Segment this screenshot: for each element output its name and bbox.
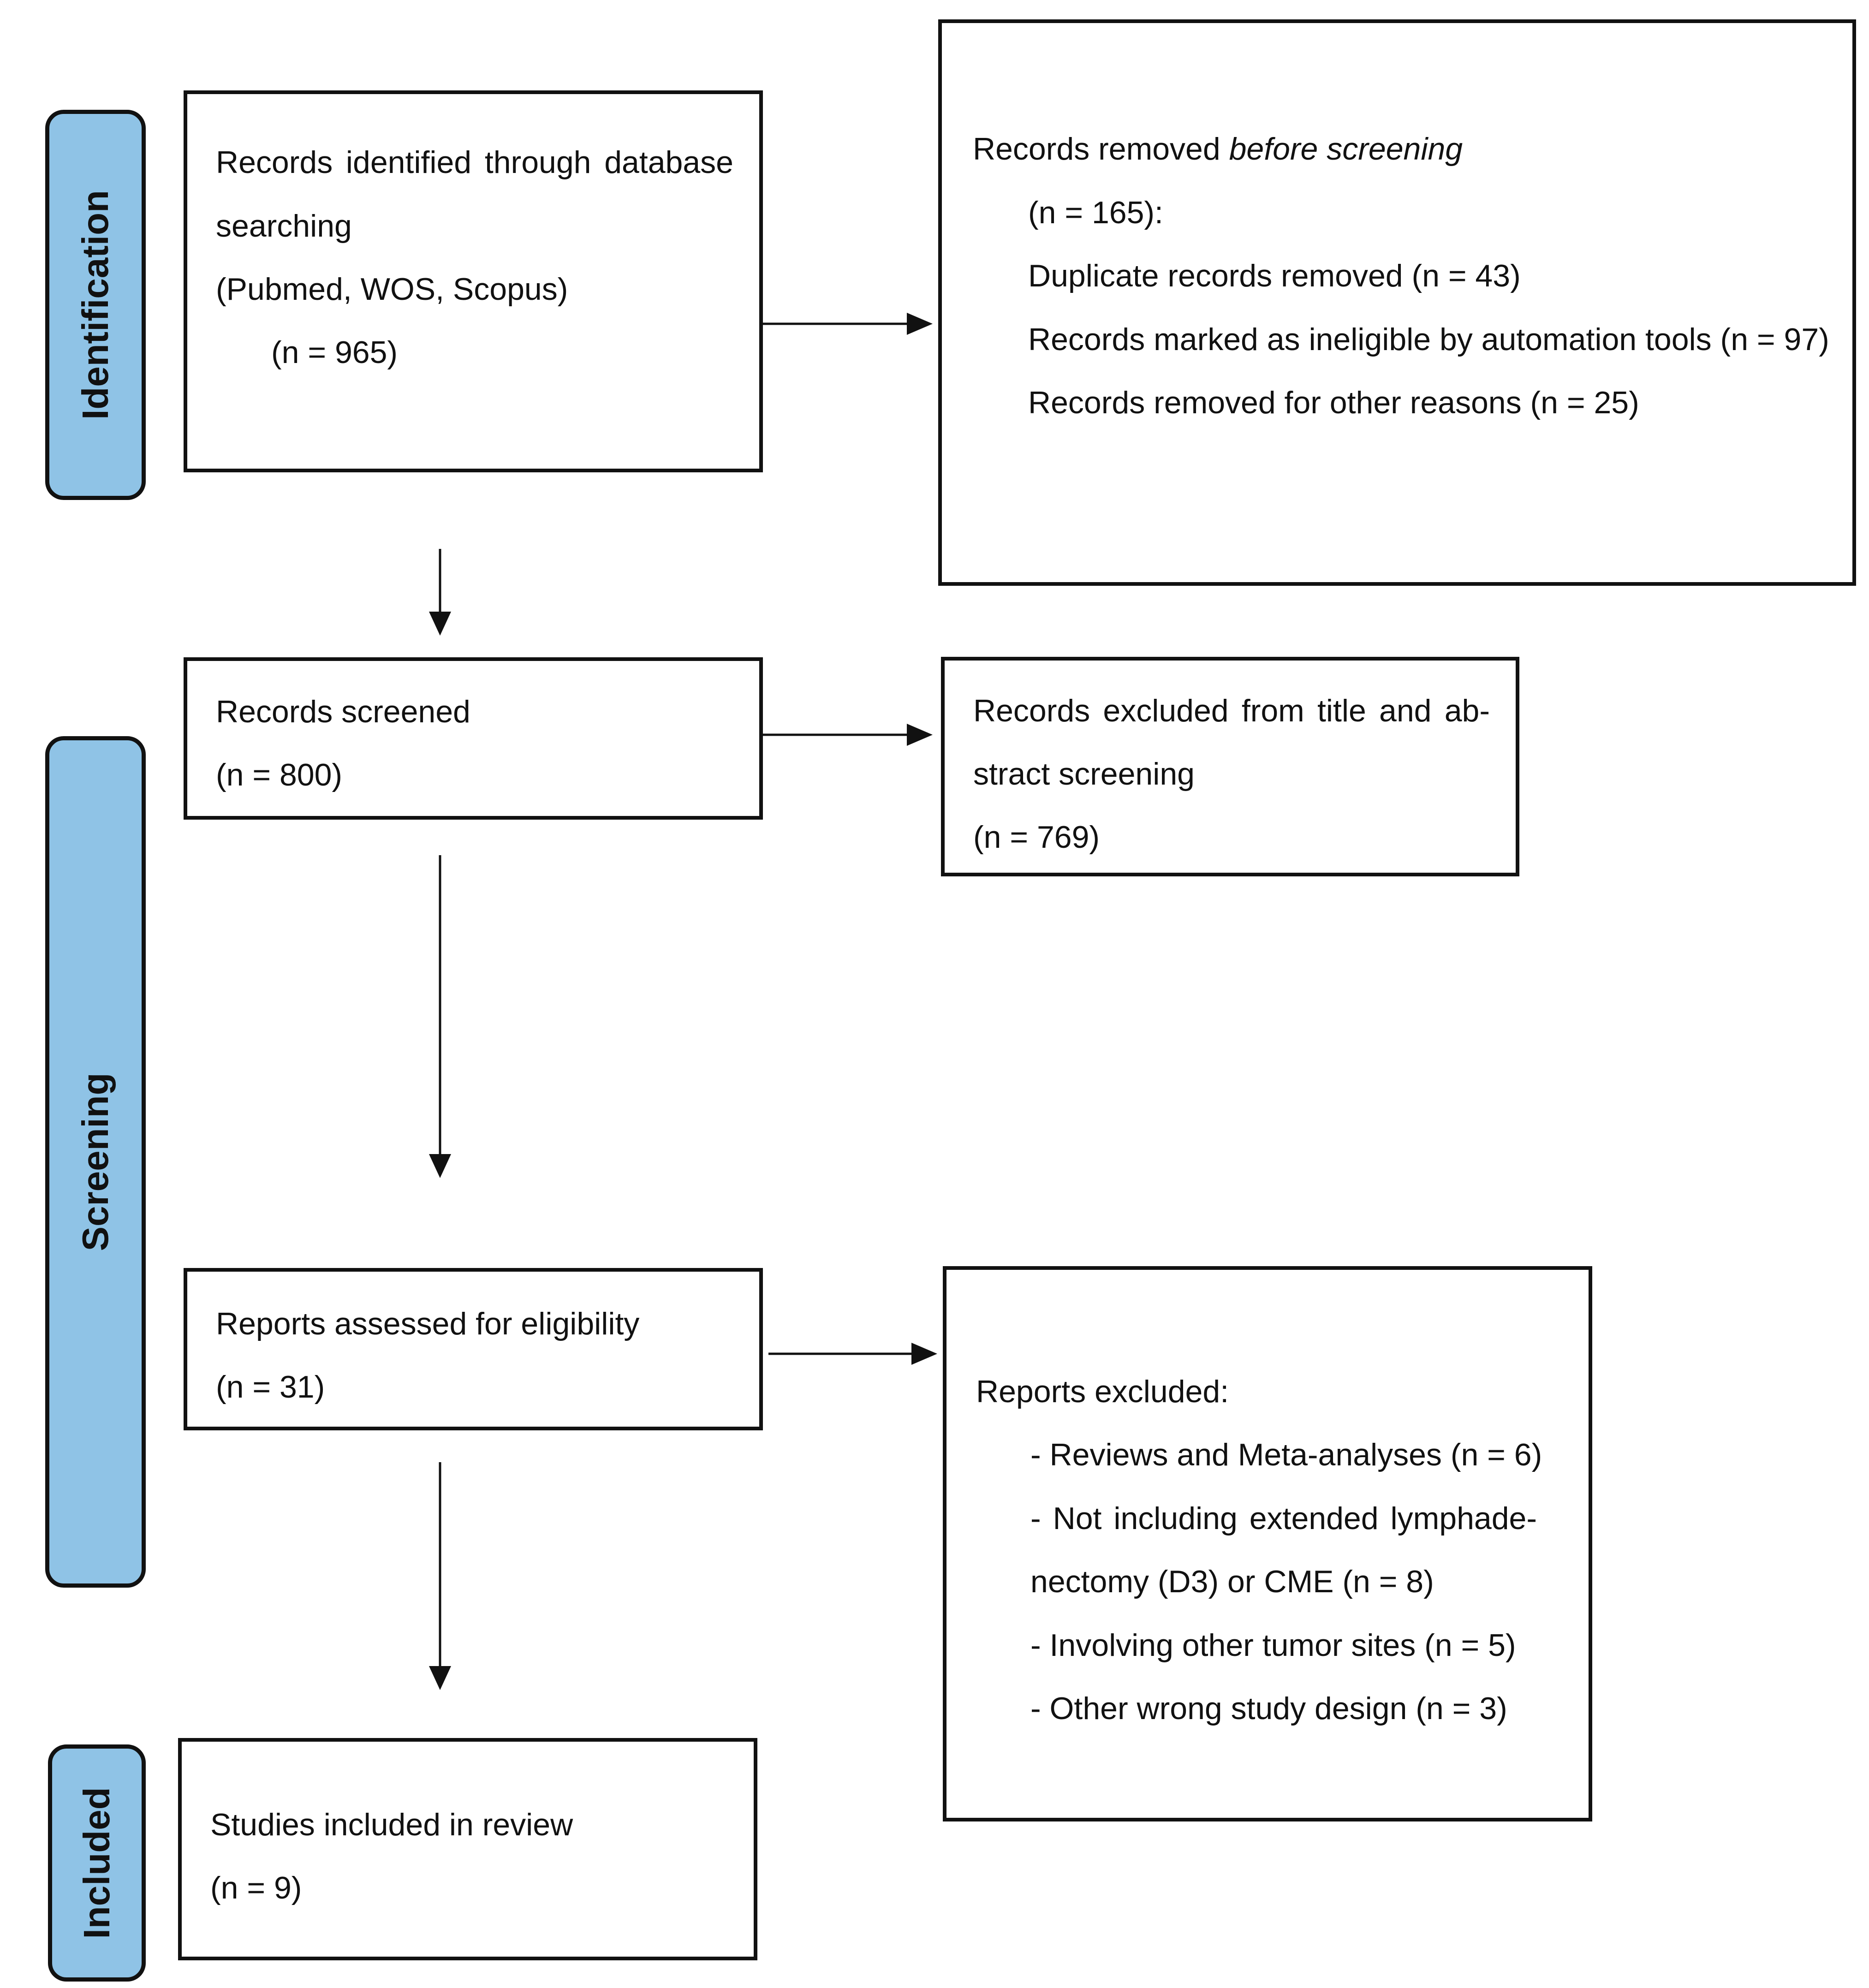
records-removed-title: Records removed before screening [973, 133, 1463, 165]
studies-included-count: (n = 9) [210, 1870, 302, 1905]
records-removed-item-duplicates: Duplicate records removed (n = 43) [1028, 258, 1521, 293]
phase-screening-label: Screening [45, 736, 146, 1588]
phase-identification-label: Identification [45, 110, 146, 500]
records-excluded-box: Records excluded from title and ab- stra… [941, 657, 1519, 876]
records-removed-box: Records removed before screening (n = 16… [938, 19, 1856, 586]
reports-assessed-title: Reports assessed for eligibility [216, 1306, 640, 1341]
reports-excluded-title: Reports excluded: [976, 1374, 1229, 1409]
records-removed-title-italic: before screening [1229, 131, 1463, 167]
reports-excluded-box: Reports excluded: - Reviews and Meta-ana… [943, 1266, 1592, 1821]
arrowhead-eligibility [429, 1154, 451, 1178]
records-excluded-line1: Records excluded from title and ab- [973, 693, 1490, 728]
records-excluded-count: (n = 769) [973, 820, 1100, 855]
records-identified-line3: (Pubmed, WOS, Scopus) [216, 272, 568, 307]
arrowhead-screened [429, 612, 451, 636]
records-excluded-line2: stract screening [973, 756, 1195, 792]
studies-included-title: Studies included in review [210, 1807, 573, 1842]
reports-excluded-item-lymphadenectomy: - Not including extended lymphade- [1030, 1501, 1537, 1536]
records-removed-item-automation: Records marked as ineligible by automati… [1028, 322, 1829, 357]
records-identified-count: (n = 965) [271, 335, 398, 370]
phase-included-label: Included [48, 1744, 146, 1982]
arrowhead-removed [907, 313, 933, 335]
reports-excluded-item-tumor-sites: - Involving other tumor sites (n = 5) [1030, 1628, 1516, 1663]
records-identified-line1: Records identified through database [216, 145, 733, 180]
records-screened-box: Records screened (n = 800) [184, 657, 763, 820]
records-screened-count: (n = 800) [216, 757, 343, 792]
reports-excluded-item-lymphadenectomy-cont: nectomy (D3) or CME (n = 8) [1030, 1564, 1434, 1599]
arrowhead-included [429, 1666, 451, 1690]
reports-excluded-item-reviews: - Reviews and Meta-analyses (n = 6) [1030, 1437, 1542, 1472]
studies-included-box: Studies included in review (n = 9) [178, 1738, 757, 1960]
reports-assessed-count: (n = 31) [216, 1369, 325, 1405]
records-removed-title-normal: Records removed [973, 131, 1229, 167]
records-identified-line2: searching [216, 208, 352, 244]
records-removed-count: (n = 165): [1028, 195, 1163, 230]
records-identified-box: Records identified through database sear… [184, 90, 763, 472]
reports-assessed-box: Reports assessed for eligibility (n = 31… [184, 1268, 763, 1430]
records-screened-title: Records screened [216, 694, 470, 729]
arrowhead-reports-excluded [911, 1343, 937, 1365]
reports-excluded-item-study-design: - Other wrong study design (n = 3) [1030, 1691, 1507, 1726]
records-removed-item-other: Records removed for other reasons (n = 2… [1028, 385, 1639, 420]
arrowhead-excluded [907, 724, 933, 746]
